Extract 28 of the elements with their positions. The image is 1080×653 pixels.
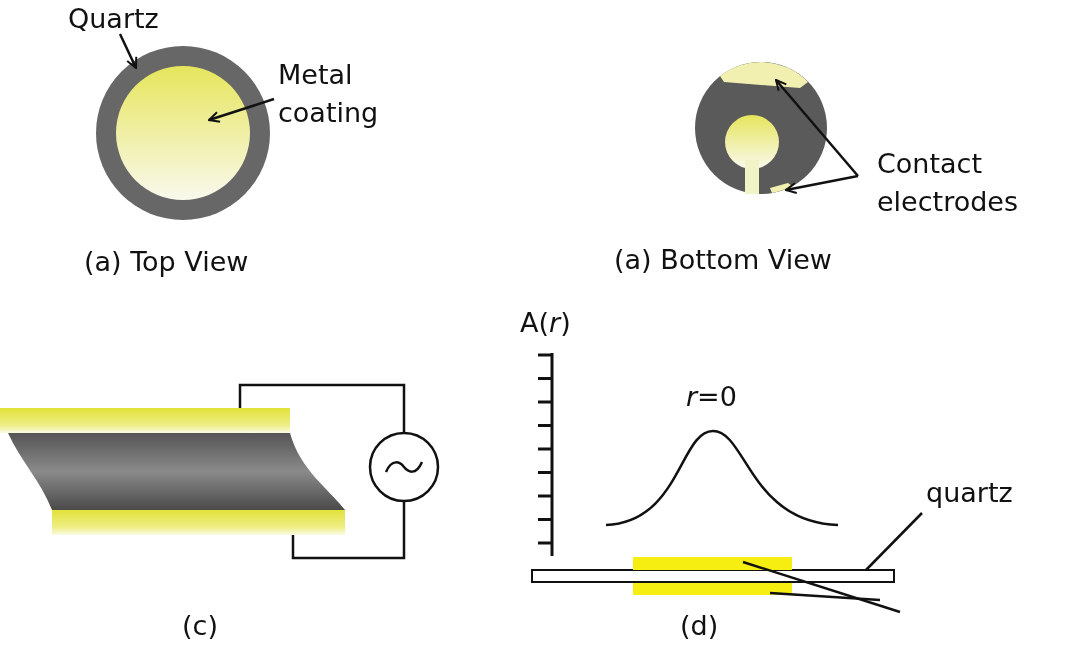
- part-label: Contact electrodes: [877, 145, 1047, 221]
- electrode-layer: [0, 408, 290, 433]
- ac-source-symbol: [368, 431, 440, 503]
- arrow: [785, 174, 859, 194]
- axis-label: A(r): [520, 306, 571, 340]
- caption: (a) Top View: [84, 245, 249, 279]
- wire: [291, 501, 406, 560]
- part-label: Quartz: [68, 0, 208, 38]
- caption: (c): [182, 609, 218, 643]
- contact-electrode: [770, 183, 792, 193]
- arrow: [208, 97, 275, 123]
- peak-label: r=0: [686, 380, 737, 414]
- arrow: [775, 79, 859, 177]
- caption: (d): [680, 609, 719, 643]
- electrode-layer: [633, 557, 792, 570]
- contact-electrode: [720, 62, 808, 88]
- quartz-disk: [96, 46, 270, 220]
- part-label: Metal coating: [278, 56, 398, 132]
- leader-line: [865, 512, 923, 571]
- electrode-layer: [52, 510, 345, 535]
- wire: [238, 383, 406, 433]
- quartz-plate: [531, 569, 895, 583]
- leader-line: [769, 591, 881, 602]
- part-label: quartz: [926, 474, 1046, 512]
- arrow: [118, 33, 138, 69]
- electrode-layer: [633, 583, 792, 595]
- caption: (a) Bottom View: [614, 243, 832, 277]
- metal-coating-disk: [116, 66, 250, 200]
